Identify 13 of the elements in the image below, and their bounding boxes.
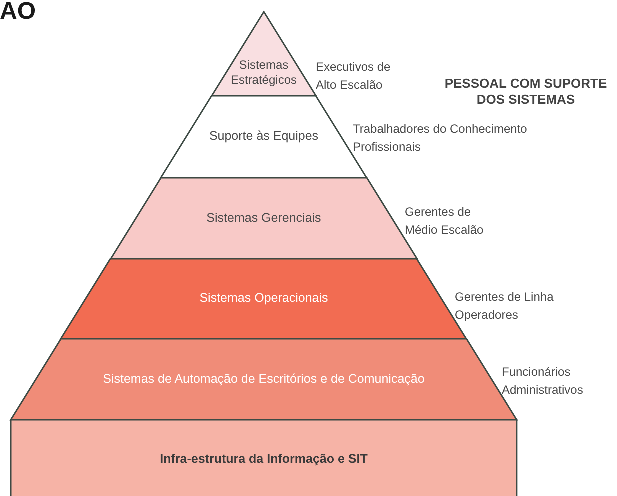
layer-label: Sistemas de Automação de Escritórios e de Comunicação xyxy=(102,372,426,388)
personnel-label: Gerentes de Linha Operadores xyxy=(455,289,555,324)
layer-label: Infra-estrutura da Informação e SIT xyxy=(159,452,369,468)
personnel-label: Gerentes de Médio Escalão xyxy=(405,204,485,239)
heading-fragment: AO xyxy=(0,0,36,24)
personnel-label: Executivos de Alto Escalão xyxy=(316,59,392,94)
column-heading: PESSOAL COM SUPORTE DOS SISTEMAS xyxy=(444,76,608,108)
layer-label: Sistemas Estratégicos xyxy=(230,58,298,88)
personnel-label: Trabalhadores do Conhecimento Profissionais xyxy=(353,121,528,156)
layer-label: Sistemas Operacionais xyxy=(198,291,330,307)
layer-label: Suporte às Equipes xyxy=(208,129,320,145)
layer-label: Sistemas Gerenciais xyxy=(206,210,322,226)
personnel-label: Funcionários Administrativos xyxy=(502,364,584,399)
